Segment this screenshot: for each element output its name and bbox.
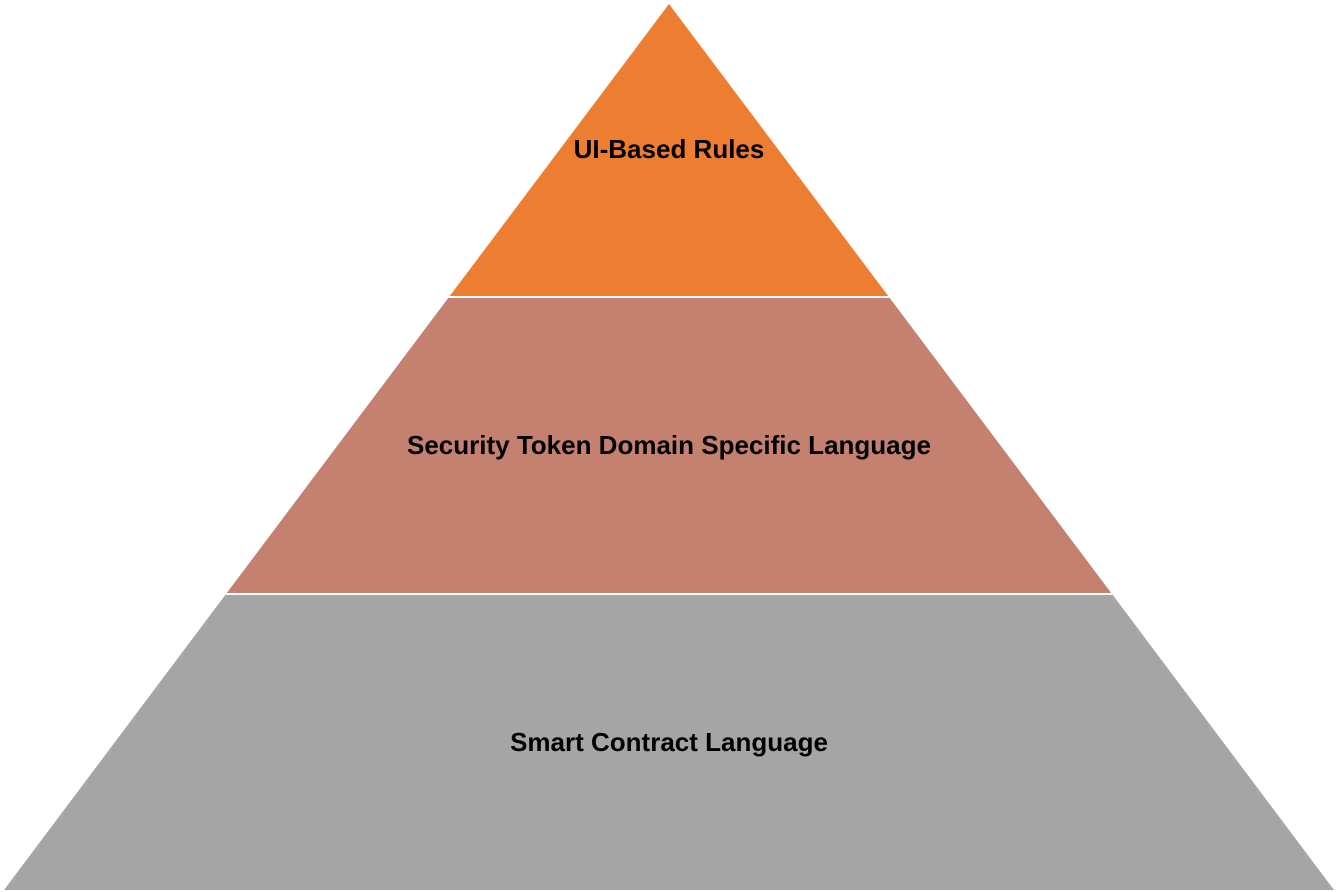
pyramid-tier-middle-shape <box>226 297 1112 594</box>
pyramid-tier-top-shape <box>449 4 889 297</box>
tier-label-middle: Security Token Domain Specific Language <box>407 430 931 460</box>
tier-label-top: UI-Based Rules <box>574 134 765 164</box>
pyramid-tier-bottom-shape <box>4 594 1334 890</box>
tier-label-bottom: Smart Contract Language <box>510 727 828 757</box>
